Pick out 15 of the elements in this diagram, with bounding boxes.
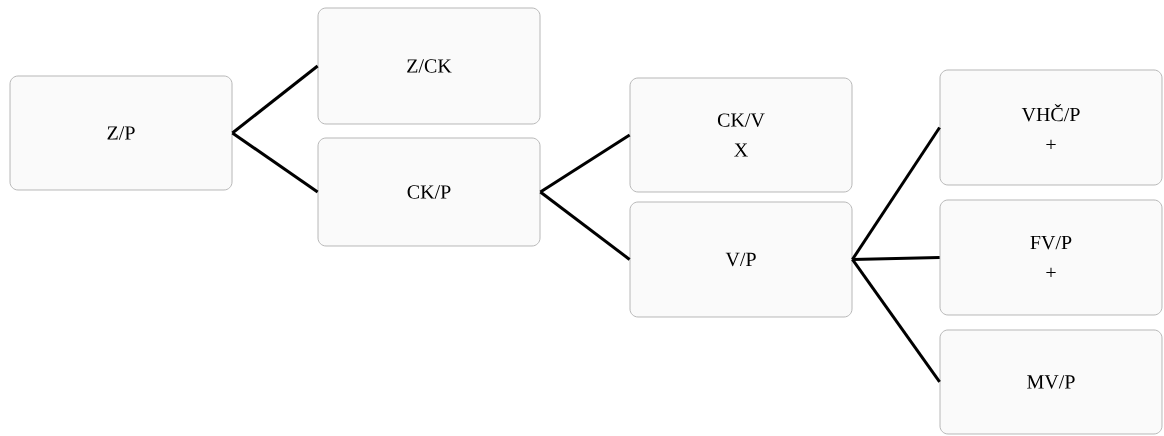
connector-line xyxy=(851,126,941,261)
connector-line xyxy=(231,131,319,194)
connector-line xyxy=(851,258,941,383)
label-box: Z/CK xyxy=(317,7,541,125)
connector-line xyxy=(231,64,319,135)
connector-line xyxy=(539,133,631,194)
label-box: MV/P xyxy=(939,329,1163,435)
connector-line xyxy=(852,256,940,261)
label-box: CK/P xyxy=(317,137,541,247)
label-box: CK/V X xyxy=(629,77,853,193)
label-box: V/P xyxy=(629,201,853,318)
connector-line xyxy=(539,190,631,261)
label-box: FV/P + xyxy=(939,199,1163,316)
label-box: VHČ/P + xyxy=(939,69,1163,186)
label-box: Z/P xyxy=(9,75,233,191)
